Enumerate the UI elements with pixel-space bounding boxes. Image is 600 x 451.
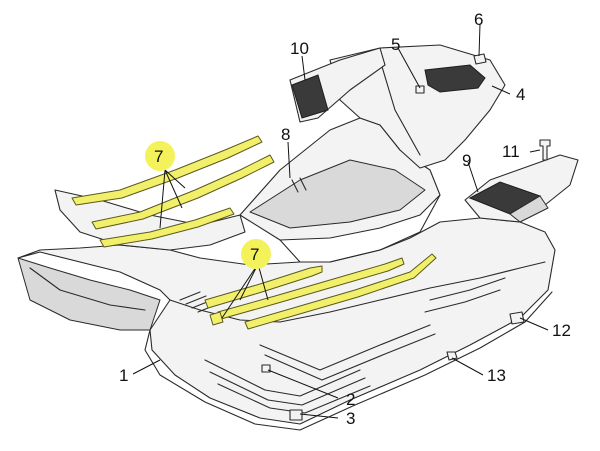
callout-12: 12 — [552, 321, 571, 340]
highlight-7b — [241, 239, 271, 269]
rail-upper-3 — [99, 207, 235, 248]
rail-lower-3 — [244, 253, 437, 330]
right-footrest — [464, 154, 579, 223]
callout-3: 3 — [346, 409, 355, 428]
nut-13 — [446, 351, 458, 361]
callout-2: 2 — [346, 390, 355, 409]
left-footrest — [289, 47, 386, 123]
clip-12 — [509, 311, 525, 325]
floor-panel — [17, 217, 556, 431]
tunnel-cover — [239, 117, 441, 263]
callout-6: 6 — [474, 10, 483, 29]
clip-3 — [289, 409, 303, 421]
callout-1: 1 — [119, 366, 128, 385]
clip-2 — [261, 364, 271, 373]
callout-9: 9 — [462, 151, 471, 170]
screw-5 — [415, 85, 425, 94]
callout-8: 8 — [281, 125, 290, 144]
callout-10: 10 — [290, 39, 309, 58]
callout-11: 11 — [502, 142, 520, 161]
clip-6 — [473, 53, 487, 65]
leg-shield — [329, 44, 506, 169]
callout-7-upper: 7 — [154, 147, 163, 166]
bolt-11 — [539, 139, 551, 161]
rail-clip — [209, 311, 224, 326]
callout-5: 5 — [391, 35, 400, 54]
callout-4: 4 — [516, 85, 525, 104]
rail-upper-1 — [71, 135, 263, 206]
callout-13: 13 — [487, 366, 506, 385]
rail-lower-1 — [204, 265, 323, 309]
rail-upper-2 — [91, 154, 275, 230]
rails-upper — [71, 135, 275, 248]
rail-lower-2 — [217, 257, 405, 320]
callout-7-lower: 7 — [250, 245, 259, 264]
leader-lines — [132, 23, 549, 419]
rails-lower — [204, 253, 437, 330]
highlight-7a — [145, 141, 175, 171]
